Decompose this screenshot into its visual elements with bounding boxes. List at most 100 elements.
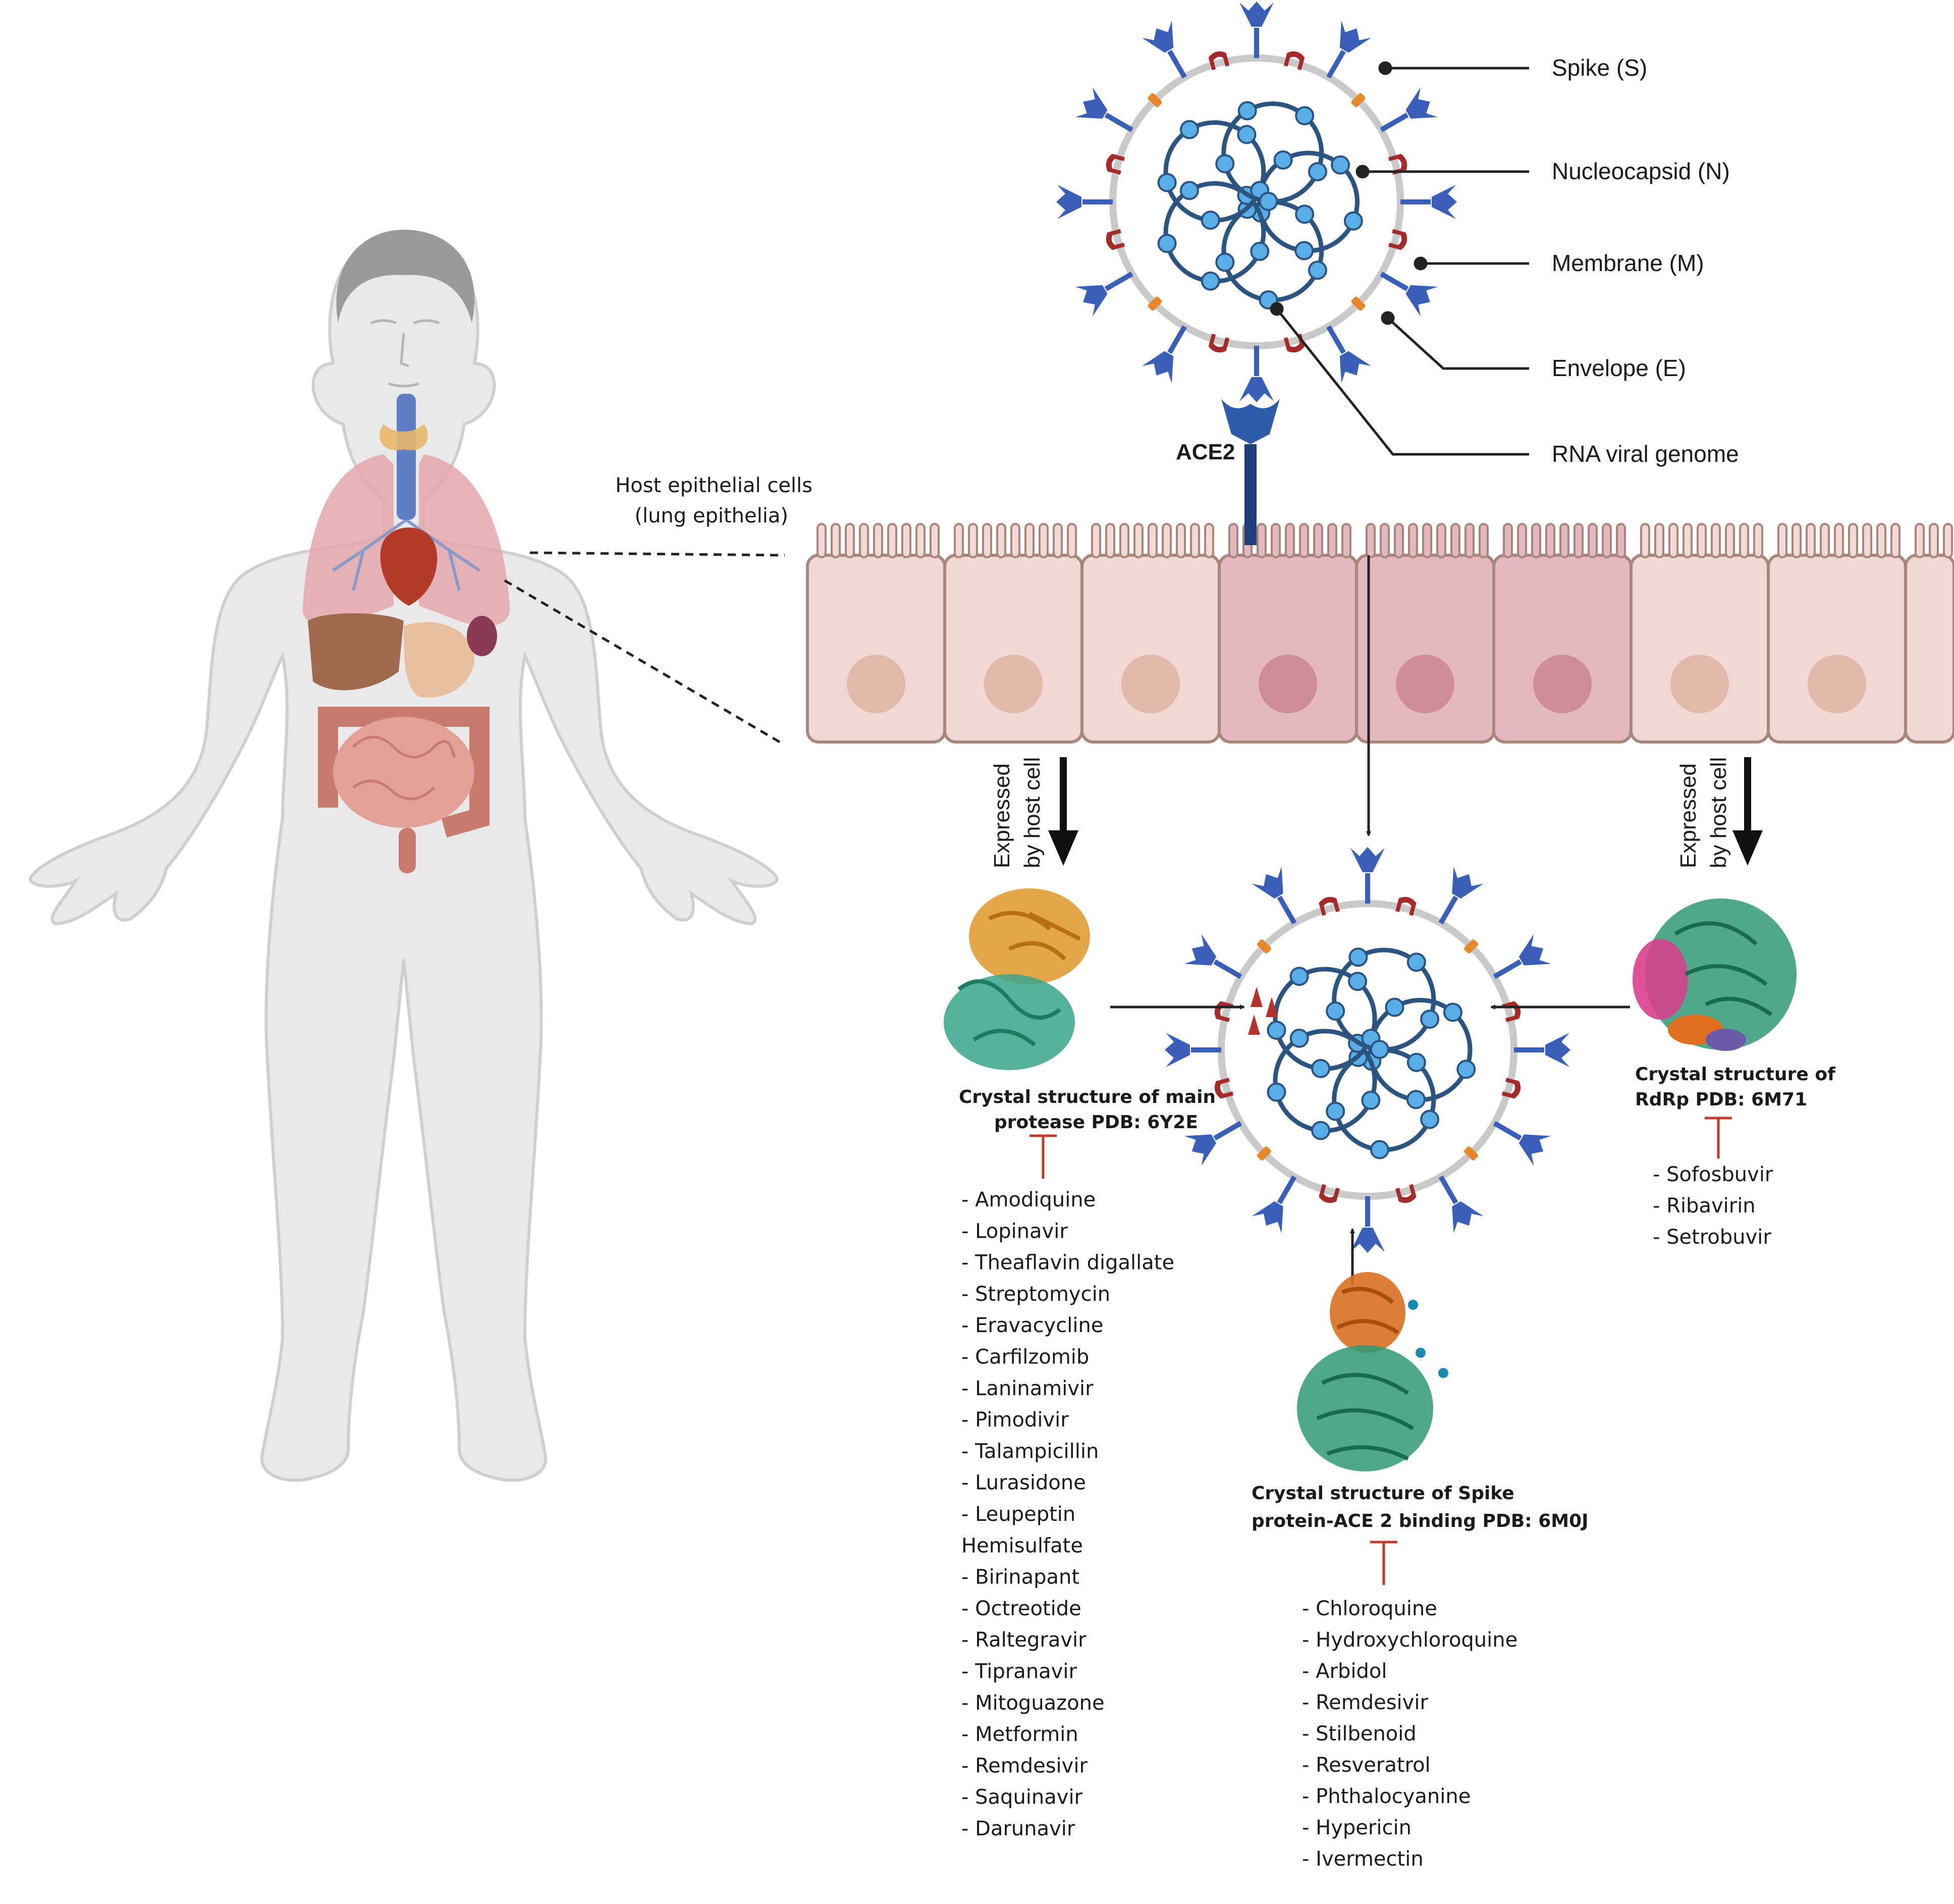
spike-ace2-title-line1: Crystal structure of Spike	[1252, 1483, 1514, 1504]
main-protease-structure	[944, 888, 1090, 1070]
microvillus	[1777, 523, 1787, 558]
microvillus	[1753, 523, 1763, 558]
microvillus	[1176, 523, 1186, 558]
ace2-label: ACE2	[1176, 440, 1235, 464]
nucleocapsid-bead	[1295, 204, 1315, 224]
left-lung	[302, 454, 394, 626]
infected-cell	[1492, 554, 1633, 744]
membrane-protein	[1501, 1078, 1521, 1099]
drug-item: - Octreotide	[961, 1597, 1081, 1620]
spike-protein	[1438, 1175, 1484, 1234]
nucleocapsid-bead	[1385, 997, 1404, 1017]
heart	[380, 527, 438, 606]
virus-top	[1056, 2, 1457, 402]
microvillus	[1190, 523, 1200, 558]
drug-item: - Ivermectin	[1302, 1847, 1424, 1871]
cell-nucleus	[984, 655, 1043, 713]
nucleocapsid-bead	[1443, 1002, 1462, 1022]
nucleocapsid-bead	[1289, 967, 1309, 986]
drug-item: - Eravacycline	[961, 1314, 1103, 1337]
rna-callout	[1276, 308, 1529, 456]
microvillus	[1479, 523, 1489, 558]
membrane-protein	[1208, 51, 1230, 71]
envelope-protein	[1351, 296, 1366, 311]
host-cell	[1080, 554, 1221, 744]
nucleocapsid-bead	[1237, 101, 1257, 121]
expressed-arrow-left-head	[1048, 830, 1078, 866]
face-features	[370, 319, 440, 388]
microvillus	[1545, 523, 1555, 558]
spike-protein	[1380, 272, 1438, 316]
cell-nucleus	[847, 655, 905, 713]
label-spike: Spike (S)	[1552, 55, 1647, 81]
nucleocapsid-bead	[1289, 1028, 1309, 1048]
microvillus	[1739, 523, 1749, 558]
nucleocapsid-bead	[1331, 155, 1350, 175]
nucleocapsid-bead	[1348, 972, 1368, 991]
spike-protein	[1326, 325, 1371, 384]
microvillus	[1327, 523, 1337, 558]
spike-protein	[1514, 1033, 1570, 1067]
nucleocapsid-callout-dot	[1355, 165, 1370, 179]
drug-item: - Theaflavin digallate	[961, 1251, 1174, 1275]
liver	[308, 613, 404, 691]
microvillus	[954, 523, 964, 558]
membrane-protein	[1395, 896, 1417, 916]
microvillus	[1792, 523, 1802, 558]
nucleocapsid-bead	[1311, 1121, 1331, 1140]
hair	[336, 230, 475, 323]
right-lung	[419, 454, 510, 626]
nucleocapsid-bead	[1157, 173, 1177, 192]
microvillus	[887, 523, 897, 558]
nucleocapsid-bead	[1308, 162, 1327, 182]
spike-rbd-ribbons	[1336, 1287, 1399, 1335]
microvillus	[1133, 523, 1144, 558]
drug-item: - Tipranavir	[961, 1660, 1077, 1683]
thyroid	[379, 424, 428, 450]
membrane-protein	[1319, 1184, 1340, 1203]
drug-item: - Streptomycin	[961, 1283, 1110, 1306]
infected-cell	[1355, 554, 1495, 744]
spike-ace2-title-line2: protein-ACE 2 binding PDB: 6M0J	[1252, 1511, 1589, 1531]
host-cell	[1630, 554, 1770, 744]
spike-protein	[1438, 866, 1484, 925]
microvillus	[1503, 523, 1513, 558]
envelope-protein	[1148, 296, 1162, 311]
microvillus	[1422, 523, 1432, 558]
microvillus	[1697, 523, 1707, 558]
membrane-protein	[1106, 229, 1125, 250]
drug-item: - Remdesivir	[961, 1754, 1088, 1777]
microvillus	[1682, 523, 1693, 558]
microvillus	[1380, 523, 1390, 558]
rdrp-drug-list: - Sofosbuvir- Ribavirin- Setrobuvir	[1653, 1163, 1773, 1249]
nucleocapsid-bead	[1267, 1020, 1286, 1040]
protease-ribbons	[957, 911, 1066, 1047]
membrane-protein	[1319, 896, 1340, 916]
nucleocapsid-bead	[1420, 1010, 1440, 1029]
expressed-left-line2: by host cell	[1020, 757, 1045, 868]
spike-protein	[1142, 325, 1187, 384]
membrane-protein	[1388, 229, 1407, 250]
nucleocapsid-bead	[1456, 1060, 1476, 1079]
rdrp-pink-domain	[1633, 939, 1688, 1020]
microvillus	[1464, 523, 1475, 558]
microvillus	[1053, 523, 1063, 558]
expressed-arrow-right	[1732, 757, 1763, 866]
spike-protein	[1075, 87, 1133, 132]
drug-item: - Saquinavir	[961, 1786, 1083, 1809]
nucleocapsid-bead	[1250, 242, 1270, 261]
drug-item: - Raltegravir	[961, 1628, 1087, 1652]
expressed-left-line1: Expressed	[990, 763, 1014, 868]
microvillus	[1313, 523, 1323, 558]
drug-item: - Stilbenoid	[1302, 1722, 1417, 1746]
microvillus	[1654, 523, 1664, 558]
label-nucleocapsid: Nucleocapsid (N)	[1552, 158, 1730, 184]
cell-nucleus	[1121, 655, 1180, 713]
spike-protein	[1184, 1121, 1242, 1166]
spike-ace2-ribbons	[1316, 1373, 1415, 1461]
microvillus	[831, 523, 841, 558]
microvillus	[1067, 523, 1077, 558]
microvillus	[1806, 523, 1816, 558]
microvillus	[1285, 523, 1295, 558]
